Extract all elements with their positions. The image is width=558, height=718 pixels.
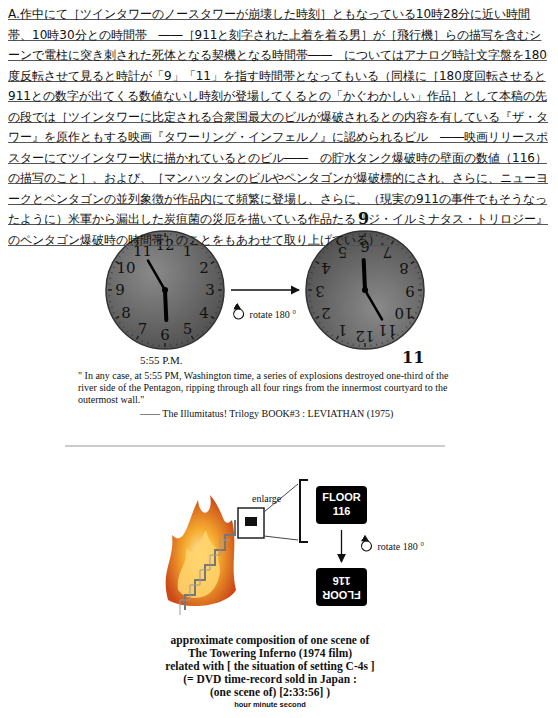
dial-number: 7 bbox=[138, 321, 148, 336]
rotation-icon bbox=[234, 309, 244, 319]
quote-text: " In any case, at 5:55 PM, Washington ti… bbox=[78, 370, 458, 406]
callout-number: 11 bbox=[402, 350, 424, 366]
floor-sign: FLOOR 116 bbox=[316, 568, 367, 606]
dial-number: 8 bbox=[121, 305, 131, 320]
edge-label: rotate 180 ° bbox=[248, 309, 299, 320]
floor-number: FLOOR 116 bbox=[322, 491, 361, 519]
caption-line: related with [ the situation of setting … bbox=[60, 660, 480, 673]
caption-line: The Towering Inferno (1974 film) bbox=[60, 647, 480, 660]
body-paragraph: A.作中にて［ツインタワーのノースタワーが崩壊した時刻］ともなっている10時28… bbox=[8, 4, 550, 250]
dial-number: 9 bbox=[405, 283, 415, 298]
callout-number: 9 bbox=[358, 211, 369, 227]
rotation-icon bbox=[361, 541, 371, 551]
dial-number: 12 bbox=[355, 328, 374, 343]
dial-number: 9 bbox=[115, 283, 125, 298]
dial-number: 3 bbox=[315, 283, 325, 298]
dial-number: 11 bbox=[378, 321, 397, 336]
dial-number: 2 bbox=[199, 260, 209, 275]
dial-number: 8 bbox=[399, 260, 409, 275]
dial-number: 2 bbox=[321, 305, 331, 320]
quote-source: —— The Illumitatus! Trilogy BOOK#3 : LEV… bbox=[140, 408, 470, 420]
caption-line: (one scene of) [2:33:56] ) bbox=[60, 686, 480, 699]
dial-number: 5 bbox=[183, 321, 193, 336]
dial-number: 3 bbox=[205, 283, 215, 298]
callout-label: enlarge bbox=[252, 494, 281, 504]
bracket bbox=[300, 480, 308, 542]
dial-number: 4 bbox=[321, 260, 331, 275]
time-label: 5:55 P.M. bbox=[140, 355, 183, 366]
rotation-arrow bbox=[341, 530, 342, 562]
caption-line: (= DVD time-record sold in Japan : bbox=[60, 673, 480, 686]
dial-number: 10 bbox=[116, 260, 135, 275]
floor-sign: FLOOR 116 bbox=[316, 486, 367, 524]
caption-line: approximate composition of one scene of bbox=[60, 634, 480, 647]
clock-face: 121234567891011 bbox=[305, 230, 425, 350]
dial-number: 1 bbox=[338, 321, 348, 336]
divider-rule bbox=[65, 446, 445, 447]
clock-face: 121234567891011 bbox=[105, 230, 225, 350]
floor-number: FLOOR 116 bbox=[322, 574, 361, 602]
fire-illustration bbox=[166, 484, 298, 615]
unit-note: hour minute second bbox=[120, 701, 420, 709]
dial-number: 6 bbox=[160, 328, 170, 343]
dial-number: 4 bbox=[199, 305, 209, 320]
rotation-arrow bbox=[231, 289, 299, 290]
dial-number: 10 bbox=[394, 305, 413, 320]
edge-label: rotate 180 ° bbox=[376, 541, 427, 552]
